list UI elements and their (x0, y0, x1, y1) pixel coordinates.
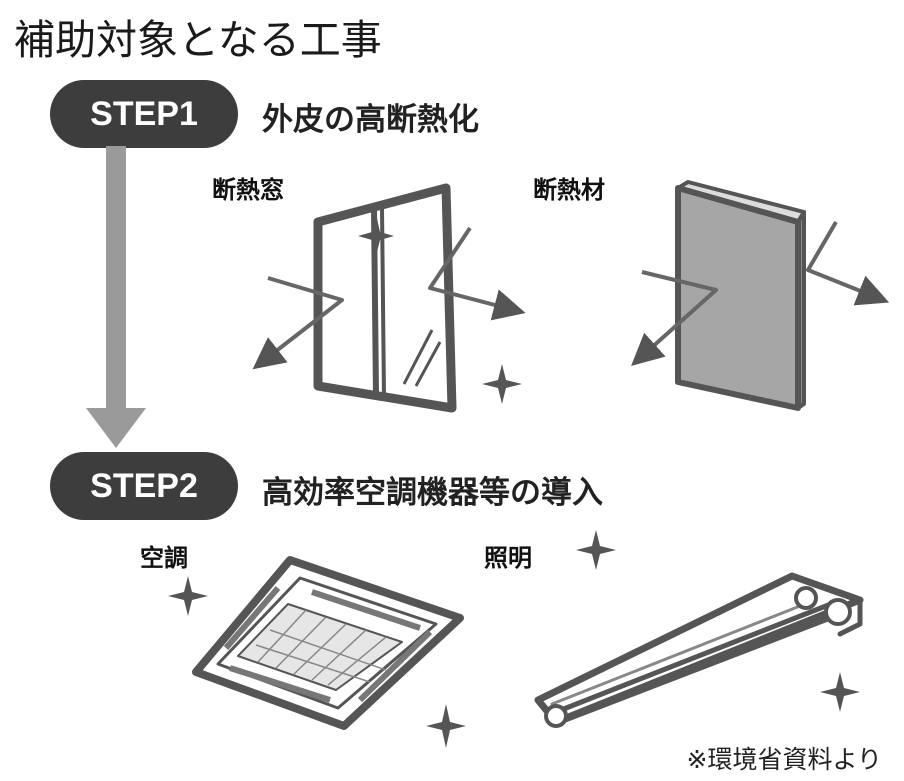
sparkle-icon (426, 704, 466, 748)
light-fixture-icon (534, 572, 864, 728)
insulated-window-icon (252, 183, 526, 413)
window-label: 断熱窓 (212, 176, 284, 204)
air-conditioner-icon (192, 556, 464, 730)
sparkle-icon (576, 530, 616, 570)
sparkle-icon (820, 672, 860, 712)
step-flow-arrow (86, 146, 146, 448)
source-note: ※環境省資料より (686, 745, 882, 774)
sparkle-icon (358, 214, 394, 256)
sparkle-icon (168, 576, 208, 616)
sparkle-icon (482, 364, 522, 404)
step1-heading: 外皮の高断熱化 (262, 102, 479, 138)
step2-badge: STEP2 (50, 452, 238, 520)
insulation-panel-icon (631, 180, 890, 411)
step2-heading: 高効率空調機器等の導入 (262, 475, 603, 511)
page-title: 補助対象となる工事 (14, 16, 382, 64)
lighting-label: 照明 (484, 544, 532, 572)
insulation-label: 断熱材 (533, 176, 605, 204)
air-conditioner-label: 空調 (140, 544, 188, 572)
step1-badge: STEP1 (50, 80, 238, 148)
